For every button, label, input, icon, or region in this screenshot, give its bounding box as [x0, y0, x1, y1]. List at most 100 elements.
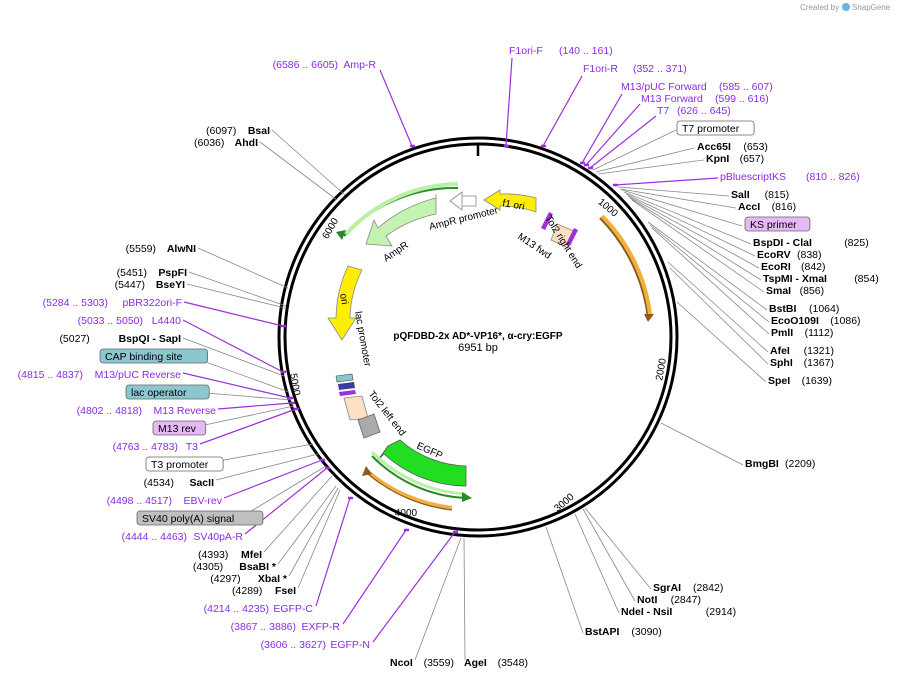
label-name: M13/pUC Reverse: [95, 369, 182, 381]
leader-noti: [582, 508, 636, 602]
leader-ecori: [627, 195, 760, 269]
leader-ecorv: [625, 193, 756, 257]
leader-fsei: [297, 489, 341, 589]
label-position: (1086): [830, 315, 860, 327]
label-kpni: KpnI(657): [706, 153, 764, 165]
orange-arc-bottom: [366, 470, 453, 510]
label-position: (585 .. 607): [719, 81, 773, 93]
leader-pbr322ori-f: [183, 301, 284, 327]
snapgene-logo: Created by SnapGene: [800, 3, 891, 12]
leader-sali: [617, 186, 730, 197]
label-pmli: PmlI(1112): [771, 327, 833, 339]
label-name: AccI: [738, 201, 760, 213]
m13-fwd-label: M13 fwd: [515, 231, 552, 261]
leader-bspdi-clai: [623, 191, 752, 245]
label-position: (4393): [198, 549, 228, 561]
label-pbr322ori-f: pBR322ori-F(5284 .. 5303): [43, 297, 182, 309]
label-name: Acc65I: [697, 141, 731, 153]
leader-bstbi: [647, 221, 768, 311]
label-name: T3: [186, 441, 198, 453]
label-name: PmlI: [771, 327, 793, 339]
f1-ori-arrow: [483, 189, 537, 213]
label-position: (816): [772, 201, 797, 213]
label-name: pBluescriptKS: [720, 171, 786, 183]
label-name: BspDI - ClaI: [753, 237, 812, 249]
label-position: (5447): [115, 279, 145, 291]
label-m13-rev: M13 rev: [152, 420, 207, 436]
label-position: (352 .. 371): [633, 63, 687, 75]
leader-smai: [631, 199, 765, 293]
leader-sphi: [669, 267, 769, 365]
label-name: L4440: [152, 315, 181, 327]
label-name: SmaI: [766, 285, 791, 297]
label-egfp-n: EGFP-N(3606 .. 3627): [261, 639, 370, 651]
orange-arc-bottom-outline: [367, 473, 453, 511]
label-name: AgeI: [464, 657, 487, 669]
leader-ahdi: [259, 141, 338, 201]
label-name: T3 promoter: [151, 459, 209, 471]
label-alwni: AlwNI(5559): [126, 243, 196, 255]
label-name: AhdI: [235, 137, 258, 149]
label-ks-primer: KS primer: [744, 216, 811, 232]
ori-label: ori: [337, 293, 350, 306]
label-name: M13 Forward: [641, 93, 703, 105]
tick-1000: 1000: [596, 197, 620, 220]
label-name: EcoRI: [761, 261, 791, 273]
label-position: (2847): [671, 594, 701, 606]
ampr-promoter-label: AmpR promoter: [428, 205, 500, 233]
label-bmgbi: BmgBI(2209): [745, 458, 815, 470]
label-position: (825): [844, 237, 869, 249]
leader-sv40-polya: [242, 465, 327, 517]
label-position: (1321): [804, 345, 834, 357]
leader-m13-puc-fwd: [581, 93, 623, 164]
site-labels: Amp-R(6586 .. 6605)F1ori-F(140 .. 161)F1…: [18, 45, 879, 669]
label-name: BsaBI *: [239, 561, 277, 573]
label-box: [99, 348, 208, 364]
leader-bspqi-sapi: [182, 337, 285, 377]
leader-m13-rev: [199, 405, 295, 427]
leader-f1ori-f: [505, 57, 513, 147]
label-position: (4214 .. 4235): [204, 603, 269, 615]
ori-arrow: [327, 265, 363, 341]
label-amp-r: Amp-R(6586 .. 6605): [273, 59, 377, 71]
backbone-outer: [277, 136, 679, 538]
label-cap-binding: CAP binding site: [99, 348, 208, 364]
label-name: XbaI *: [258, 573, 288, 585]
label-position: (3090): [631, 626, 661, 638]
label-sacii: SacII(4534): [144, 477, 214, 489]
label-afei: AfeI(1321): [770, 345, 834, 357]
label-position: (4802 .. 4818): [77, 405, 142, 417]
label-egfp-c: EGFP-C(4214 .. 4235): [204, 603, 314, 615]
label-position: (815): [765, 189, 790, 201]
label-m13-puc-rev: M13/pUC Reverse (4815 .. 4837): [18, 369, 182, 381]
label-position: (838): [797, 249, 822, 261]
label-position: (4534): [144, 477, 174, 489]
label-position: (5559): [126, 243, 156, 255]
label-position: (599 .. 616): [715, 93, 769, 105]
label-ncoi: NcoI(3559): [390, 657, 454, 669]
label-position: (4815 .. 4837): [18, 369, 83, 381]
orange-arc-right-arrowhead: [644, 314, 654, 322]
leader-f1ori-r: [542, 75, 583, 147]
m13-rev-box: [339, 390, 356, 396]
label-name: KS primer: [750, 219, 797, 231]
logo-text: Created by: [800, 3, 839, 12]
label-box: [152, 420, 207, 436]
label-position: (1064): [809, 303, 839, 315]
leader-bmgbi: [660, 422, 744, 466]
label-position: (3606 .. 3627): [261, 639, 326, 651]
label-name: EcoRV: [757, 249, 791, 261]
label-name: T7 promoter: [682, 123, 740, 135]
tick-label: 1000: [596, 197, 620, 220]
label-position: (5451): [117, 267, 147, 279]
label-ndei-nsii: NdeI - NsiI(2914): [621, 606, 736, 618]
m13-fwd-marker: [541, 212, 553, 230]
ampr-outer-arrowhead: [336, 230, 346, 240]
leader-l4440: [182, 319, 284, 373]
label-position: (4763 .. 4783): [113, 441, 178, 453]
label-position: (2914): [706, 606, 736, 618]
label-name: pBR322ori-F: [122, 297, 182, 309]
features: AmpR promoter AmpR ori f1 ori M13 fwd To…: [327, 182, 654, 511]
label-position: (3867 .. 3886): [231, 621, 296, 633]
leader-tspmi-xmai: [629, 197, 762, 281]
